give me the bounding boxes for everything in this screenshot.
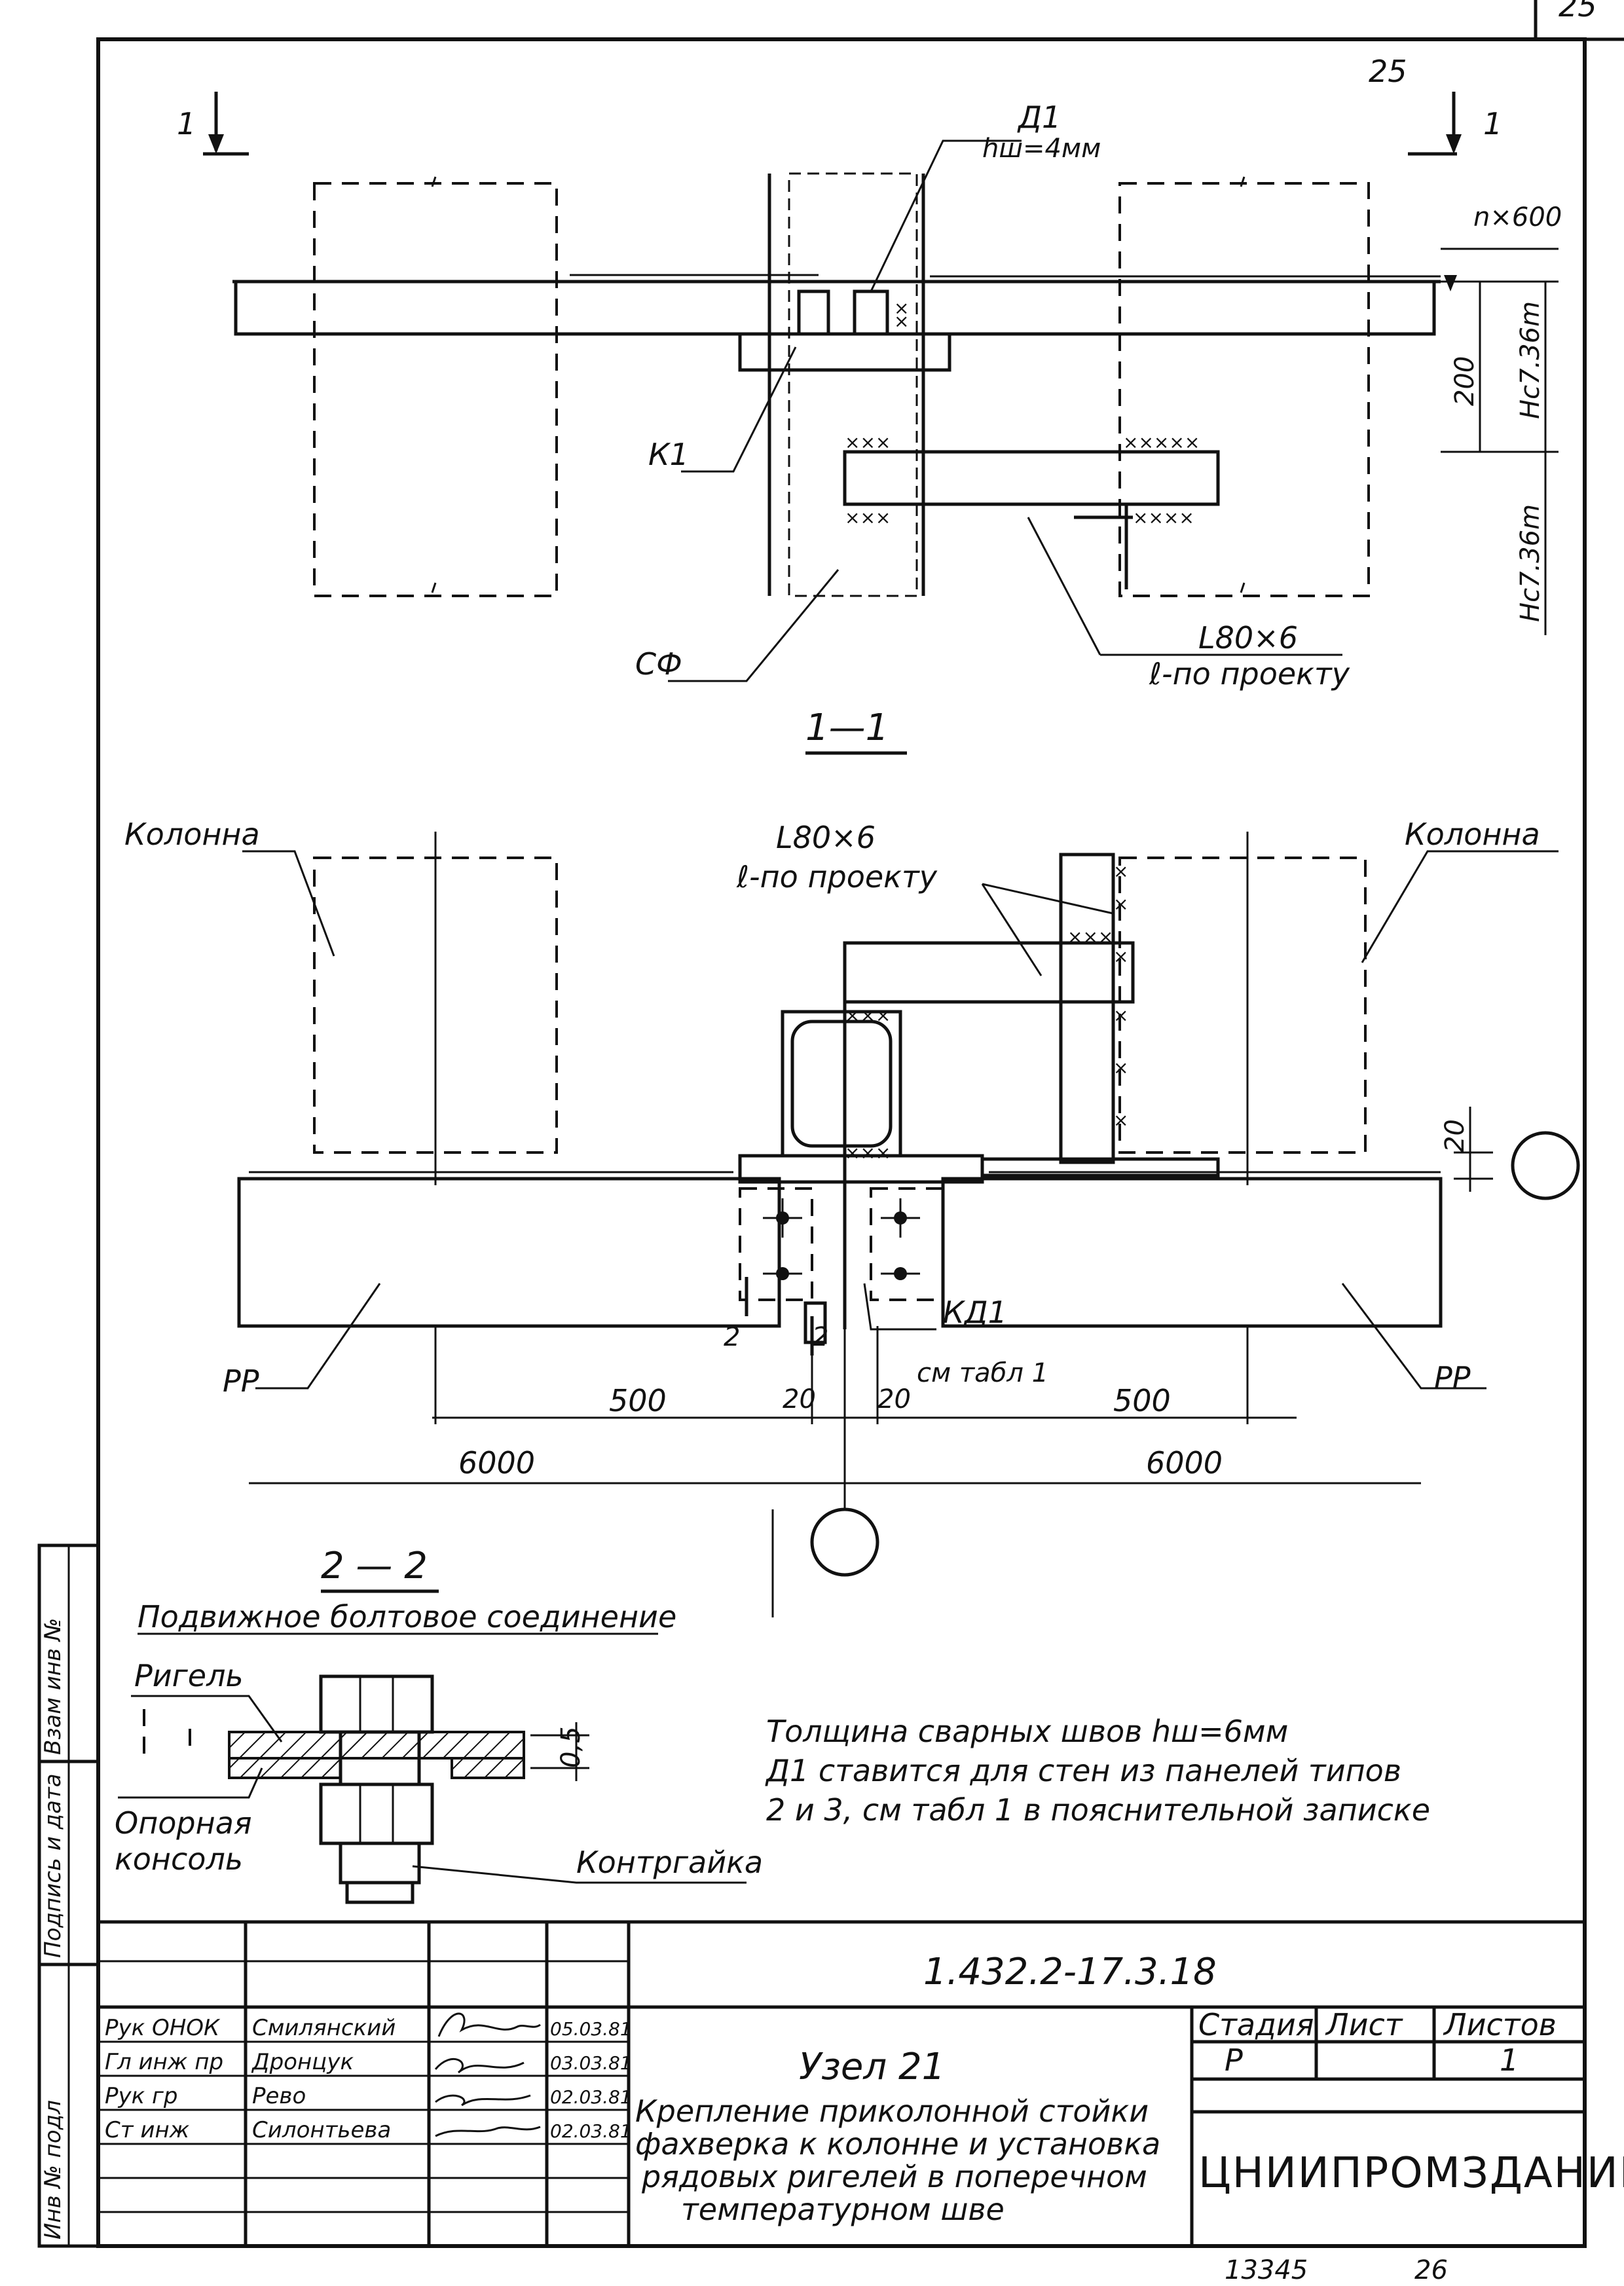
sheet-label: Лист	[1325, 2007, 1403, 2042]
sheet-frame	[96, 0, 1624, 2248]
plan-dim-he1: Hc7.36m	[1515, 301, 1545, 419]
side-stamp-signature: Подпись и дата	[40, 1773, 66, 1958]
name-1: Смилянский	[252, 2015, 396, 2041]
svg-text:×××: ×××	[1067, 926, 1113, 948]
role-3: Рук гр	[105, 2083, 177, 2109]
detail-label-rigel: Ригель	[134, 1658, 244, 1693]
plan-label-angle-length: ℓ-по проекту	[1149, 656, 1350, 691]
name-2: Дронцук	[251, 2049, 354, 2075]
signatures	[434, 2012, 541, 2137]
svg-text:×: ×	[894, 310, 909, 332]
node-title: Узел 21	[799, 2046, 945, 2088]
plan-label-angle: L80×6	[1198, 620, 1298, 655]
page-number-stamp: 25	[1369, 54, 1407, 89]
date-2: 03.03.81	[550, 2052, 632, 2074]
notes-line-1: Толщина сварных швов hш=6мм	[766, 1714, 1288, 1749]
svg-text:×: ×	[894, 297, 909, 319]
detail-label-gap: 0,5	[556, 1726, 586, 1768]
role-1: Рук ОНОК	[105, 2015, 221, 2041]
dim-6000-left: 6000	[458, 1445, 535, 1481]
detail-label-locknut: Контргайка	[576, 1845, 763, 1880]
dim-20-right: 20	[877, 1384, 911, 1414]
section-label-column-right: Колонна	[1405, 817, 1540, 852]
svg-text:×: ×	[1113, 893, 1128, 915]
side-stamp	[37, 1543, 100, 2248]
svg-text:×: ×	[1113, 946, 1128, 967]
date-1: 05.03.81	[550, 2018, 632, 2040]
plan-dim-he2: Hc7.36m	[1515, 504, 1545, 622]
svg-text:××××: ××××	[1133, 507, 1194, 528]
section-label-kd1: КД1	[943, 1295, 1007, 1330]
description-line-4: температурном шве	[681, 2192, 1005, 2227]
notes-line-3: 2 и 3, см табл 1 в пояснительной записке	[766, 1792, 1430, 1828]
stage-value: Р	[1225, 2042, 1243, 2078]
section-marker-2-left: 2	[724, 1322, 740, 1352]
svg-text:×××: ×××	[845, 1142, 891, 1164]
plan-label-sf: СФ	[635, 646, 682, 682]
notes-line-2: Д1 ставится для стен из панелей типов	[765, 1753, 1401, 1788]
svg-text:×: ×	[1113, 860, 1128, 882]
role-4: Ст инж	[105, 2117, 190, 2143]
date-4: 02.03.81	[550, 2120, 632, 2142]
role-2: Гл инж пр	[105, 2049, 223, 2075]
sheets-label: Листов	[1443, 2007, 1557, 2042]
name-4: Силонтьева	[252, 2117, 391, 2143]
svg-text:×××××: ×××××	[1123, 432, 1200, 453]
page-number-top: 25	[1559, 0, 1597, 24]
description-line-2: фахверка к колонне и установка	[635, 2126, 1160, 2162]
detail-title: 2 — 2	[321, 1545, 428, 1587]
dim-6000-right: 6000	[1146, 1445, 1223, 1481]
plan-view: × × ××× ××××× ××× ××××	[203, 92, 1559, 682]
drawing-code: 1.432.2-17.3.18	[923, 1951, 1217, 1993]
dim-20-left: 20	[783, 1384, 816, 1414]
plan-label-hw4: hш=4мм	[982, 134, 1101, 164]
section-label-column-left: Колонна	[124, 817, 260, 852]
section-label-angle-length: ℓ-по проекту	[736, 859, 938, 894]
svg-text:×××: ×××	[845, 432, 891, 453]
detail-label-support: Опорная	[115, 1805, 252, 1841]
section-view: × × × × × × ××× ××× ×××	[237, 832, 1580, 1617]
plan-label-d1: Д1	[1017, 100, 1061, 135]
section-marker-2-right: 2	[812, 1322, 828, 1352]
title-block	[96, 1920, 1587, 2248]
side-stamp-replace: Взам инв №	[40, 1618, 66, 1755]
section-dim-20-top: 20	[1440, 1119, 1470, 1152]
section-label-rr-right: РР	[1434, 1360, 1471, 1395]
plan-label-nx600: n×600	[1473, 202, 1562, 232]
bolt-detail	[118, 1674, 747, 1904]
section-label-rr-left: РР	[223, 1363, 259, 1399]
section-label-table: см табл 1	[917, 1358, 1048, 1388]
svg-text:×: ×	[1113, 1005, 1128, 1026]
organization-name: ЦНИИПРОМЗДАНИЙ	[1198, 2148, 1624, 2198]
plan-section-marker-right: 1	[1483, 106, 1502, 141]
svg-text:×: ×	[1113, 1057, 1128, 1078]
description-line-1: Крепление приколонной стойки	[635, 2093, 1149, 2129]
dim-500-right: 500	[1113, 1383, 1171, 1418]
svg-text:×××: ×××	[845, 1005, 891, 1026]
plan-section-marker-left: 1	[177, 106, 196, 141]
detail-subtitle: Подвижное болтовое соединение	[138, 1599, 676, 1634]
sheets-value: 1	[1500, 2042, 1519, 2078]
section-title: 1—1	[805, 707, 889, 749]
stage-label: Стадия	[1198, 2007, 1314, 2042]
svg-text:×: ×	[1113, 1109, 1128, 1131]
description-line-3: рядовых ригелей в поперечном	[641, 2159, 1147, 2194]
archive-suffix: 26	[1414, 2255, 1448, 2285]
name-3: Рево	[252, 2083, 306, 2109]
dim-500-left: 500	[609, 1383, 667, 1418]
section-label-angle: L80×6	[776, 820, 876, 855]
plan-dim-200: 200	[1450, 356, 1480, 406]
side-stamp-inv: Инв № подл	[40, 2100, 66, 2240]
date-3: 02.03.81	[550, 2086, 632, 2108]
detail-label-console: консоль	[115, 1841, 243, 1877]
svg-text:×××: ×××	[845, 507, 891, 528]
plan-label-k1: К1	[648, 437, 689, 472]
archive-number: 13345	[1225, 2255, 1308, 2285]
